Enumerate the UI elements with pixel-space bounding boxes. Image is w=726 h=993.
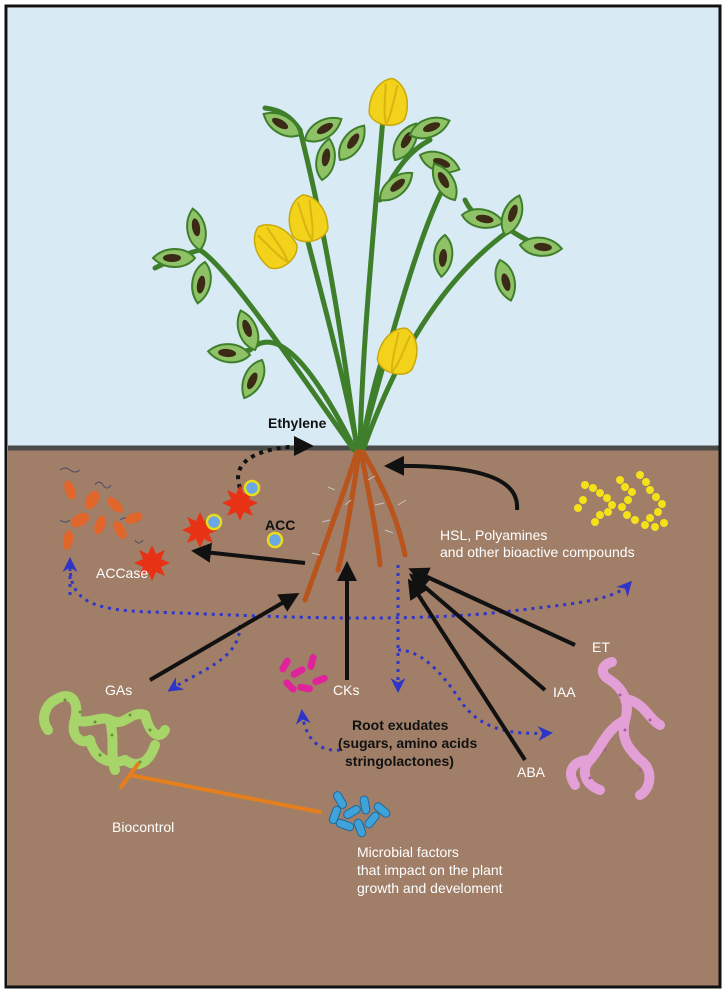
acc-label: ACC — [265, 517, 295, 533]
exudates-line1: Root exudates — [352, 717, 449, 733]
microbial-line2: that impact on the plant — [357, 862, 503, 878]
exudates-line3: stringolactones) — [345, 753, 454, 769]
aba-label: ABA — [517, 764, 546, 780]
hsl-label-line1: HSL, Polyamines — [440, 527, 547, 543]
microbial-line3: growth and develoment — [357, 880, 503, 896]
hsl-label-line2: and other bioactive compounds — [440, 544, 635, 560]
ethylene-label: Ethylene — [268, 415, 327, 431]
accase-label: ACCase — [96, 565, 148, 581]
gas-label: GAs — [105, 682, 132, 698]
et-label: ET — [592, 639, 610, 655]
biocontrol-label: Biocontrol — [112, 819, 174, 835]
cks-label: CKs — [333, 682, 359, 698]
microbial-line1: Microbial factors — [357, 844, 459, 860]
exudates-line2: (sugars, amino acids — [338, 735, 477, 751]
iaa-label: IAA — [553, 684, 576, 700]
